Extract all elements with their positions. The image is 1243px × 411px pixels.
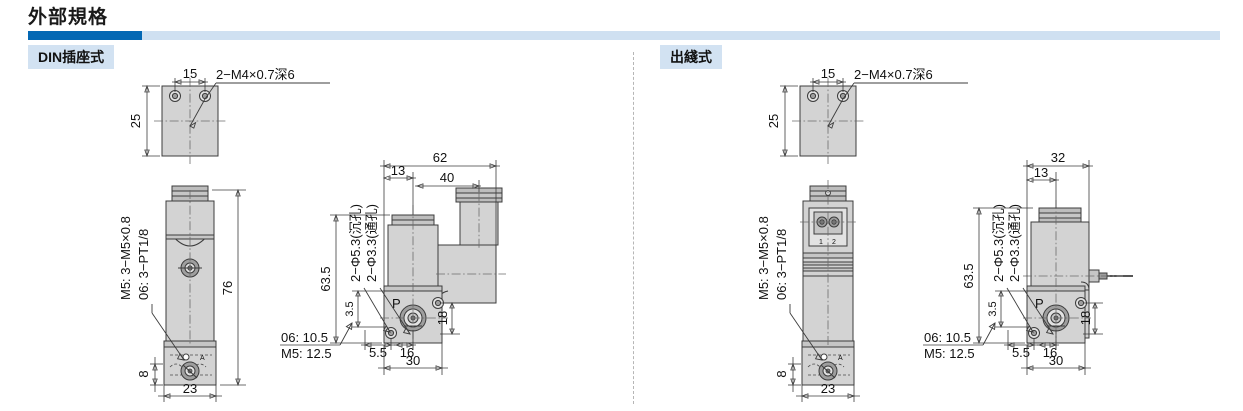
- left-side-dim-18: 18: [435, 311, 450, 325]
- right-side-hole-counterbore: 2−Φ5.3(沉孔): [991, 204, 1006, 282]
- right-top-view: 15 25 2−M4×0.7深6: [766, 66, 968, 164]
- right-front-port-m5: M5: 3−M5×0.8: [756, 216, 771, 300]
- left-front-dim-8: 8: [136, 370, 151, 377]
- right-side-dim-18: 18: [1078, 311, 1093, 325]
- left-top-view: 15 25 2−M4×0.7深6: [128, 66, 330, 164]
- right-side-dim-30: 30: [1049, 353, 1063, 368]
- left-front-port-06: 06: 3−PT1/8: [136, 229, 151, 300]
- right-panel-svg: 15 25 2−M4×0.7深6: [756, 66, 1133, 402]
- right-front-port-06: 06: 3−PT1/8: [774, 229, 789, 300]
- right-side-dim-5-5: 5.5: [1012, 345, 1030, 360]
- right-side-note-06: 06: 10.5: [924, 330, 971, 345]
- left-side-dim-40: 40: [440, 170, 454, 185]
- title-underline-accent: [28, 31, 142, 40]
- left-side-dim-3-5: 3.5: [344, 301, 356, 316]
- right-side-dim-32: 32: [1051, 150, 1065, 165]
- right-side-hole-through: 2−Φ3.3(通孔): [1007, 204, 1022, 282]
- right-side-note-m5: M5: 12.5: [924, 346, 975, 361]
- right-side-view: P 32 13 63.5: [923, 150, 1133, 375]
- left-panel-drawings: 15 25 2−M4×0.7深6: [118, 66, 506, 402]
- panel-divider: [633, 52, 634, 404]
- section-label-lead: 出綫式: [660, 45, 722, 69]
- left-side-view: P 62 13 40: [280, 150, 506, 375]
- right-front-dim-23: 23: [821, 381, 835, 396]
- left-side-note-m5: M5: 12.5: [281, 346, 332, 361]
- left-side-hole-through: 2−Φ3.3(通孔): [364, 204, 379, 282]
- right-side-port-p: P: [1035, 296, 1044, 311]
- right-front-view: 1 2 A: [756, 180, 860, 402]
- title-underline-bar: [28, 31, 1220, 40]
- left-panel-svg: 15 25 2−M4×0.7深6: [118, 66, 506, 402]
- left-side-dim-16: 16: [400, 345, 414, 360]
- right-side-dim-3-5: 3.5: [987, 301, 999, 316]
- section-label-din: DIN插座式: [28, 45, 115, 69]
- right-front-terminal-1: 1: [819, 239, 823, 246]
- left-top-callout: 2−M4×0.7深6: [216, 67, 295, 82]
- left-side-port-p: P: [392, 296, 401, 311]
- left-side-hole-counterbore: 2−Φ5.3(沉孔): [348, 204, 363, 282]
- left-front-view: A 76 23: [118, 185, 246, 402]
- left-top-dim-15: 15: [183, 66, 197, 81]
- svg-text:A: A: [200, 355, 205, 362]
- left-side-dim-63-5: 63.5: [318, 266, 333, 291]
- right-side-dim-63-5: 63.5: [961, 263, 976, 288]
- left-side-dim-30: 30: [406, 353, 420, 368]
- right-side-dim-13: 13: [1034, 165, 1048, 180]
- left-side-dim-5-5: 5.5: [369, 345, 387, 360]
- left-side-dim-62: 62: [433, 150, 447, 165]
- left-front-port-m5: M5: 3−M5×0.8: [118, 216, 133, 300]
- right-top-callout: 2−M4×0.7深6: [854, 67, 933, 82]
- right-front-dim-8: 8: [774, 370, 789, 377]
- left-front-dim-23: 23: [183, 381, 197, 396]
- page-title: 外部規格: [28, 7, 109, 28]
- left-side-dim-13: 13: [391, 163, 405, 178]
- left-side-note-06: 06: 10.5: [281, 330, 328, 345]
- right-side-dim-16: 16: [1043, 345, 1057, 360]
- right-panel-drawings: 15 25 2−M4×0.7深6: [633, 0, 1243, 411]
- svg-text:A: A: [838, 355, 843, 362]
- right-front-terminal-2: 2: [832, 239, 836, 246]
- right-top-dim-15: 15: [821, 66, 835, 81]
- right-top-dim-25: 25: [766, 114, 781, 128]
- left-top-dim-25: 25: [128, 114, 143, 128]
- left-front-dim-76: 76: [220, 281, 235, 295]
